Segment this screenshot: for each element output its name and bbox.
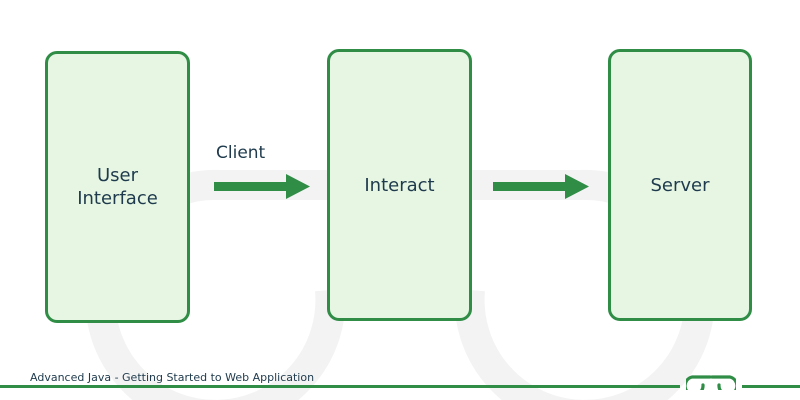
node-server: Server [608,49,752,321]
gfg-logo-icon [686,375,736,390]
arrow-right-icon [214,174,310,199]
node-interact-label: Interact [364,174,435,196]
node-user-interface: User Interface [45,51,190,323]
footer-divider [0,385,680,388]
node-user-interface-label: User Interface [77,165,158,209]
node-interact: Interact [327,49,472,321]
node-server-label: Server [650,174,710,196]
footer-divider-right [742,385,800,388]
edge-client-label: Client [216,143,266,163]
footer-caption: Advanced Java - Getting Started to Web A… [30,371,315,384]
arrow-right-icon [493,174,589,199]
